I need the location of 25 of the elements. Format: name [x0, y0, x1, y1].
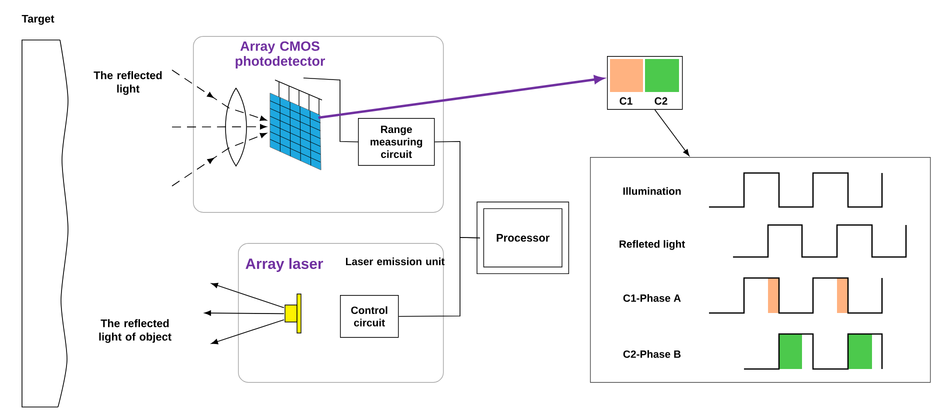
arrow: [172, 124, 267, 130]
light-label: The reflected light: [94, 71, 162, 95]
signal-label: Illumination: [623, 187, 681, 195]
target-label: Target: [22, 14, 54, 25]
signal-label: C1-Phase A: [623, 294, 681, 302]
signal-label: Refleted light: [620, 240, 685, 250]
laser-heading: Array laser: [246, 258, 324, 272]
processor-box: Processor: [476, 202, 570, 274]
unit-box: [193, 36, 444, 213]
circuit-box: Range measuring circuit: [358, 118, 435, 166]
arrow: [211, 319, 284, 344]
signal-label: C2-Phase B: [623, 350, 681, 358]
detector-heading: Array CMOS photodetector: [236, 41, 325, 68]
unit-label: Laser emission unit: [346, 258, 445, 266]
arrow: [204, 310, 284, 316]
arrow: [172, 70, 267, 121]
arrow: [654, 109, 690, 156]
pixel-label: C2: [654, 97, 668, 105]
arrow: [211, 282, 284, 308]
light-label: The reflected light of object: [99, 319, 172, 343]
circuit-box: Control circuit: [340, 295, 399, 338]
connector-line: [303, 78, 358, 142]
pixel-label: C1: [620, 97, 632, 105]
connector-line: [398, 237, 480, 317]
arrow: [172, 132, 267, 186]
